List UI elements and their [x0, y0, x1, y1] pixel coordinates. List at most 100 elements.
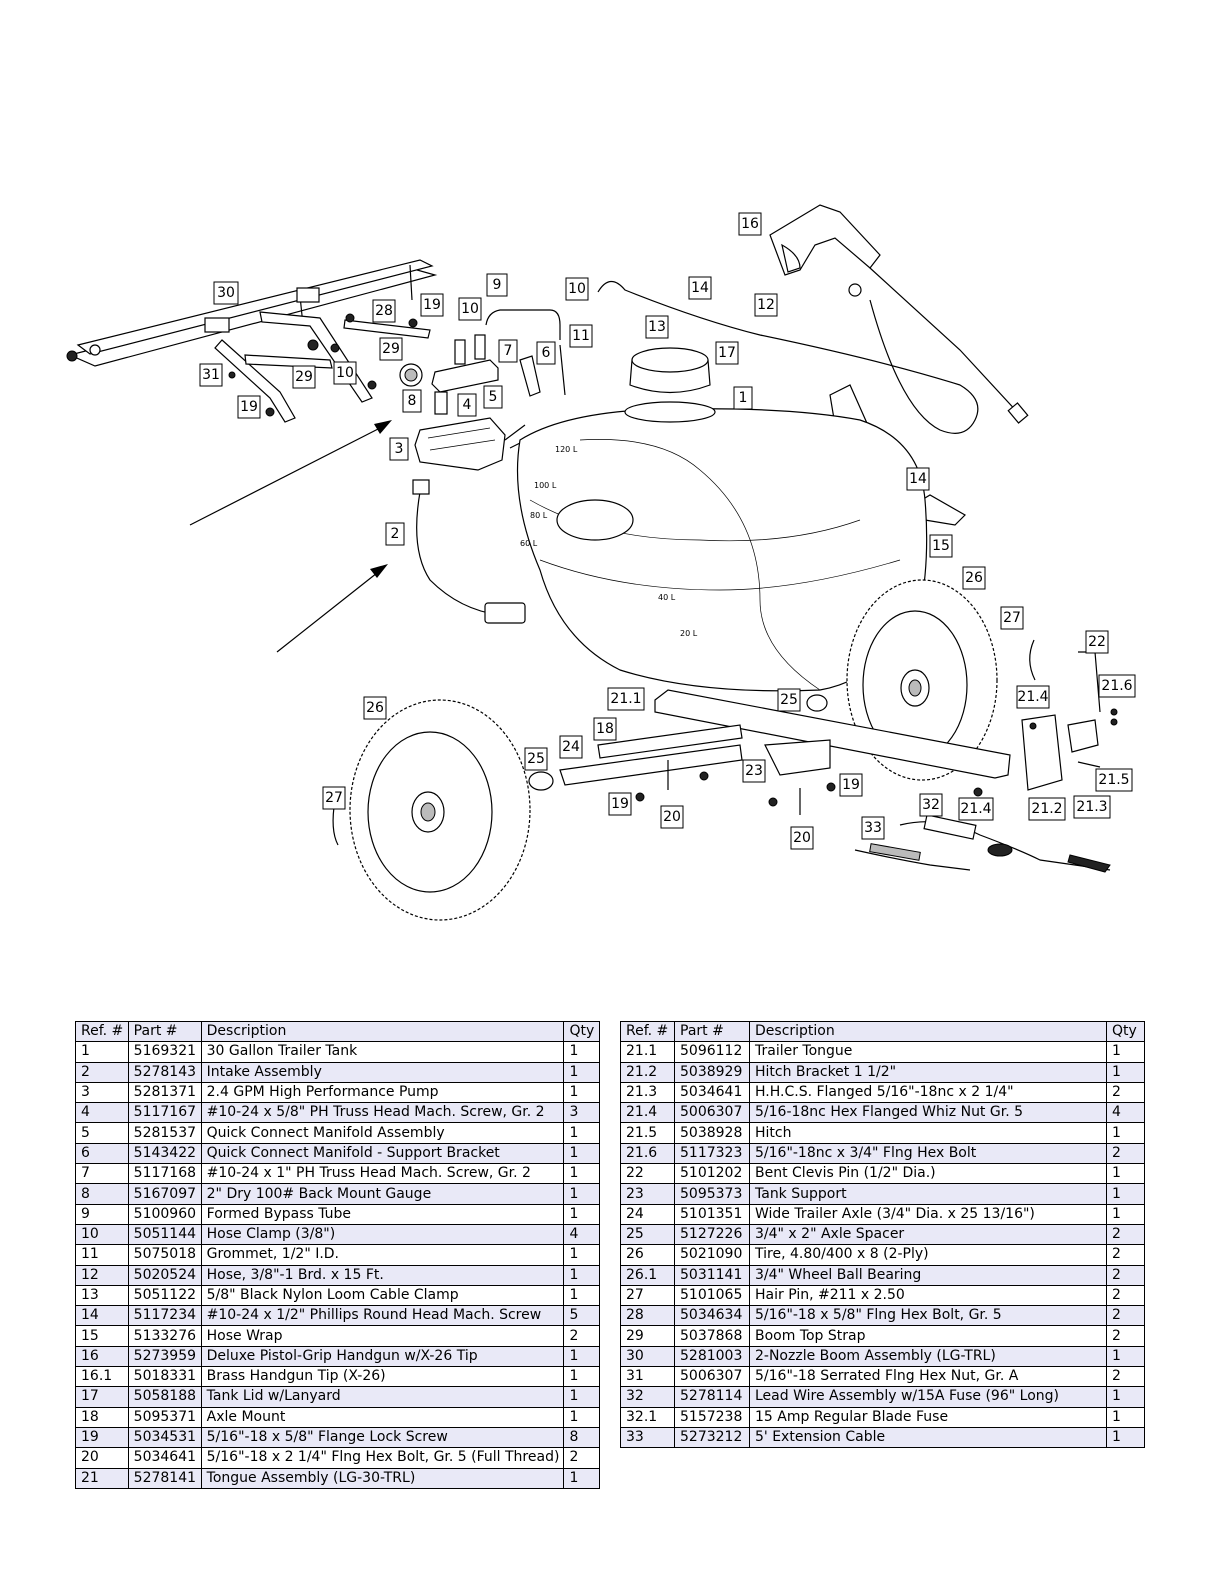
cell-part-number: 5281003: [674, 1345, 750, 1368]
cell-part-number: 5281371: [127, 1081, 202, 1104]
cell-qty: 1: [1106, 1122, 1145, 1144]
cell-ref: 31: [620, 1366, 675, 1388]
exploded-parts-diagram: 120 L 100 L 80 L 60 L 40 L 20 L: [66, 204, 1136, 921]
svg-text:25: 25: [780, 692, 798, 708]
cell-ref: 23: [620, 1183, 675, 1205]
svg-text:29: 29: [382, 341, 400, 357]
cell-part-number: 5281537: [127, 1122, 202, 1144]
cell-description: Quick Connect Manifold Assembly: [200, 1122, 565, 1144]
cell-ref: 16.1: [75, 1366, 129, 1388]
callout-8: 8: [402, 389, 422, 413]
cell-ref: 11: [75, 1244, 129, 1266]
cell-description: Tongue Assembly (LG-30-TRL): [200, 1467, 565, 1489]
cell-qty: 1: [563, 1142, 600, 1165]
cell-ref: 4: [75, 1102, 129, 1124]
cell-description: Wide Trailer Axle (3/4" Dia. x 25 13/16"…: [749, 1203, 1107, 1225]
cell-part-number: 5021090: [674, 1244, 750, 1266]
cell-ref: 9: [75, 1203, 129, 1225]
svg-text:26: 26: [965, 570, 983, 586]
cell-ref: 2: [75, 1061, 129, 1083]
cell-part-number: 5117323: [674, 1142, 750, 1165]
svg-text:3: 3: [395, 441, 404, 457]
cell-ref: 15: [75, 1325, 129, 1347]
svg-text:21.6: 21.6: [1101, 678, 1132, 694]
cell-ref: 27: [620, 1284, 675, 1307]
cell-part-number: 5278141: [127, 1467, 202, 1489]
cell-description: Bent Clevis Pin (1/2" Dia.): [749, 1163, 1107, 1185]
cell-part-number: 5101351: [674, 1203, 750, 1225]
cell-description: Intake Assembly: [200, 1061, 565, 1083]
cell-qty: 2: [1106, 1142, 1145, 1165]
cell-qty: 1: [1106, 1061, 1145, 1083]
intake-hose: [412, 479, 526, 624]
cell-qty: 2: [1106, 1366, 1145, 1388]
svg-text:21.4: 21.4: [1017, 689, 1048, 705]
cell-ref: 17: [75, 1386, 129, 1408]
cell-part-number: 5020524: [127, 1264, 202, 1286]
cell-qty: 1: [563, 1183, 600, 1205]
cell-part-number: 5133276: [127, 1325, 202, 1347]
cell-description: H.H.C.S. Flanged 5/16"-18nc x 2 1/4": [749, 1081, 1107, 1104]
cell-qty: 2: [1106, 1325, 1145, 1347]
cell-part-number: 5101202: [674, 1163, 750, 1185]
cell-description: Hitch Bracket 1 1/2": [749, 1061, 1107, 1083]
callout-10: 10: [333, 361, 357, 385]
cell-description: Lead Wire Assembly w/15A Fuse (96" Long): [749, 1386, 1107, 1408]
col-desc-header: Description: [749, 1020, 1107, 1043]
svg-text:8: 8: [408, 393, 417, 409]
cell-part-number: 5117167: [127, 1102, 202, 1124]
callout-33: 33: [861, 816, 885, 840]
cell-part-number: 5101065: [674, 1284, 750, 1307]
cell-ref: 16: [75, 1345, 129, 1368]
cell-qty: 1: [1106, 1203, 1145, 1225]
svg-text:29: 29: [295, 369, 313, 385]
cell-qty: 1: [1106, 1163, 1145, 1185]
cell-part-number: 5278143: [127, 1061, 202, 1083]
cell-ref: 28: [620, 1305, 675, 1327]
cell-qty: 1: [1106, 1345, 1145, 1368]
cell-qty: 2: [1106, 1284, 1145, 1307]
callout-26: 26: [363, 696, 387, 720]
cell-description: 3/4" Wheel Ball Bearing: [749, 1264, 1107, 1286]
callout-29: 29: [292, 365, 316, 389]
svg-text:20: 20: [793, 830, 811, 846]
cell-description: Quick Connect Manifold - Support Bracket: [200, 1142, 565, 1165]
callout-15: 15: [929, 534, 953, 558]
cell-part-number: 5169321: [127, 1041, 202, 1063]
tank-mark-20: 20 L: [680, 629, 698, 638]
cell-part-number: 5006307: [674, 1102, 750, 1124]
cell-part-number: 5095371: [127, 1406, 202, 1428]
callout-28: 28: [372, 299, 396, 323]
col-qty-header: Qty: [563, 1020, 600, 1043]
cell-qty: 8: [563, 1426, 600, 1449]
svg-text:27: 27: [1003, 610, 1021, 626]
callout-20: 20: [790, 826, 814, 850]
cell-ref: 8: [75, 1183, 129, 1205]
cell-qty: 1: [563, 1122, 600, 1144]
cell-part-number: 5273959: [127, 1345, 202, 1368]
cell-ref: 5: [75, 1122, 129, 1144]
cell-part-number: 5058188: [127, 1386, 202, 1408]
cell-qty: 1: [563, 1163, 600, 1185]
cell-description: 5/16"-18 x 5/8" Flange Lock Screw: [200, 1426, 565, 1449]
svg-text:21.1: 21.1: [610, 691, 641, 707]
svg-text:2: 2: [391, 526, 400, 542]
cell-description: 5/16"-18 x 2 1/4" Flng Hex Bolt, Gr. 5 (…: [200, 1447, 565, 1469]
svg-text:9: 9: [493, 277, 502, 293]
cell-qty: 4: [1106, 1102, 1145, 1124]
callout-24: 24: [559, 735, 583, 759]
cell-part-number: 5100960: [127, 1203, 202, 1225]
callout-18: 18: [593, 717, 617, 741]
callout-2: 2: [385, 522, 405, 546]
